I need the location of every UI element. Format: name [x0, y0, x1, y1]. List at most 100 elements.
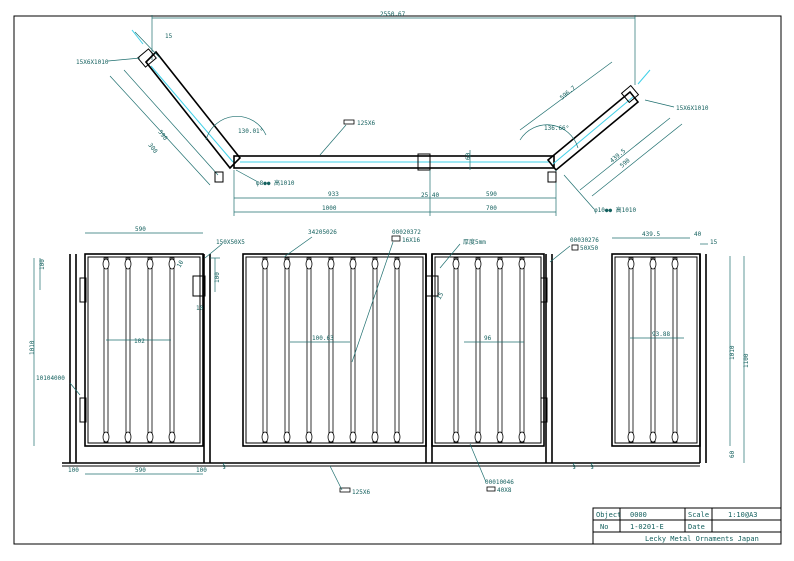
- plan-mid-dim-a: 60: [465, 152, 472, 160]
- bottom-icon: [486, 486, 496, 492]
- sheet-border: [13, 15, 782, 545]
- baluster-top-collar: [627, 258, 635, 270]
- elev-rail-tag: 125X6: [352, 489, 370, 496]
- baluster-top-collar: [371, 258, 379, 270]
- p4-foot: 60: [729, 450, 736, 458]
- baluster: [519, 257, 525, 443]
- break-mark-1: §: [222, 462, 226, 470]
- baluster-bottom-collar: [496, 431, 504, 443]
- p1-gap: 100: [39, 259, 46, 270]
- plan-left-small: 15: [165, 33, 173, 40]
- baluster-bottom-collar: [371, 431, 379, 443]
- p2-bar-icon: [391, 235, 401, 242]
- baluster: [372, 257, 378, 443]
- plan-dim-1000: 1000: [322, 205, 337, 212]
- panel-3: [425, 253, 553, 463]
- baluster-top-collar: [305, 258, 313, 270]
- p1-right-small: 100: [196, 467, 207, 474]
- baluster: [284, 257, 290, 443]
- tb-scale-label: Scale: [688, 511, 709, 519]
- plan-right-dim-c: 590: [619, 157, 632, 170]
- panel-1: [69, 253, 211, 463]
- baluster: [628, 257, 634, 443]
- baluster-bottom-collar: [124, 431, 132, 443]
- baluster-top-collar: [124, 258, 132, 270]
- plan-dim-590: 590: [486, 191, 497, 198]
- plan-rail-tag-icon: [343, 119, 355, 125]
- p3-tag-icon: [571, 244, 579, 251]
- baluster-top-collar: [649, 258, 657, 270]
- plan-left-dim-b: 590: [156, 129, 168, 142]
- p1-width: 590: [135, 226, 146, 233]
- plan-dim-933: 933: [328, 191, 339, 198]
- elevation-view: § § § 590 150X50X5 100 10 10 100 102 101…: [29, 226, 750, 496]
- plan-left-angle: 130.01°: [238, 128, 263, 135]
- baluster: [147, 257, 153, 443]
- plan-right-post-tag: 15X6X1010: [676, 105, 709, 112]
- baluster-bottom-collar: [671, 431, 679, 443]
- p1-h100: 100: [214, 272, 221, 283]
- tb-object-value: 0000: [630, 511, 647, 519]
- baluster-bottom-collar: [146, 431, 154, 443]
- p2-pitch: 100.63: [312, 335, 334, 342]
- elev-rail-icon: [339, 487, 351, 493]
- baluster-bottom-collar: [393, 431, 401, 443]
- plan-right-dim-a: 596.7: [559, 84, 578, 101]
- p3-size: 50X50: [580, 245, 598, 252]
- p4-pitch: 93.88: [652, 331, 670, 338]
- p4-height: 1010: [729, 345, 736, 360]
- panel-4: [611, 253, 707, 463]
- baluster: [103, 257, 109, 443]
- p3-pitch: 96: [484, 335, 492, 342]
- baluster-top-collar: [261, 258, 269, 270]
- p1-w10: 10: [196, 305, 204, 312]
- baluster-bottom-collar: [168, 431, 176, 443]
- tb-object-label: Object: [596, 511, 621, 519]
- baluster: [475, 257, 481, 443]
- tb-scale-value: 1:10@A3: [728, 511, 758, 519]
- plan-left-post-tag: 15X6X1010: [76, 59, 109, 66]
- p1-hinge-tag: 150X50X5: [216, 239, 245, 246]
- baluster: [328, 257, 334, 443]
- p4-width: 439.5: [642, 231, 660, 238]
- baluster-top-collar: [168, 258, 176, 270]
- baluster-bottom-collar: [474, 431, 482, 443]
- p4-post: 40: [694, 231, 702, 238]
- baluster-top-collar: [496, 258, 504, 270]
- p3-tag: 00030276: [570, 237, 599, 244]
- baluster-top-collar: [474, 258, 482, 270]
- baluster-top-collar: [671, 258, 679, 270]
- baluster-top-collar: [283, 258, 291, 270]
- p1-ext: 10: [176, 259, 186, 269]
- plan-left-dim-a: 300: [146, 142, 158, 155]
- baluster-top-collar: [518, 258, 526, 270]
- plan-right-pivot: φ10●● 高1010: [594, 206, 637, 214]
- bottom-size: 40X8: [497, 487, 512, 494]
- plan-rail-tag: 125X6: [357, 120, 375, 127]
- baluster-bottom-collar: [283, 431, 291, 443]
- p4-height2: 1100: [743, 353, 750, 368]
- p2-bar-tag: 00020372: [392, 229, 421, 236]
- baluster-top-collar: [393, 258, 401, 270]
- plan-right-angle: 136.66°: [544, 125, 569, 132]
- title-block: Object 0000 Scale 1:10@A3 No 1-0201-E Da…: [592, 507, 782, 545]
- p3-note: 厚度5mm: [463, 238, 486, 246]
- baluster-top-collar: [327, 258, 335, 270]
- baluster: [125, 257, 131, 443]
- baluster-top-collar: [452, 258, 460, 270]
- baluster-bottom-collar: [627, 431, 635, 443]
- baluster-bottom-collar: [452, 431, 460, 443]
- baluster: [306, 257, 312, 443]
- p3-ext: 15: [436, 291, 446, 301]
- baluster-bottom-collar: [649, 431, 657, 443]
- p4-side: 15: [710, 239, 718, 246]
- p1-left-small: 100: [68, 467, 79, 474]
- p1-height: 1010: [29, 340, 36, 355]
- p1-pitch: 102: [134, 338, 145, 345]
- tb-company: Lecky Metal Ornaments Japan: [645, 535, 759, 543]
- p1-hinge-note: 10104000: [36, 375, 65, 382]
- baluster-bottom-collar: [102, 431, 110, 443]
- balusters: [102, 257, 679, 443]
- baluster-top-collar: [349, 258, 357, 270]
